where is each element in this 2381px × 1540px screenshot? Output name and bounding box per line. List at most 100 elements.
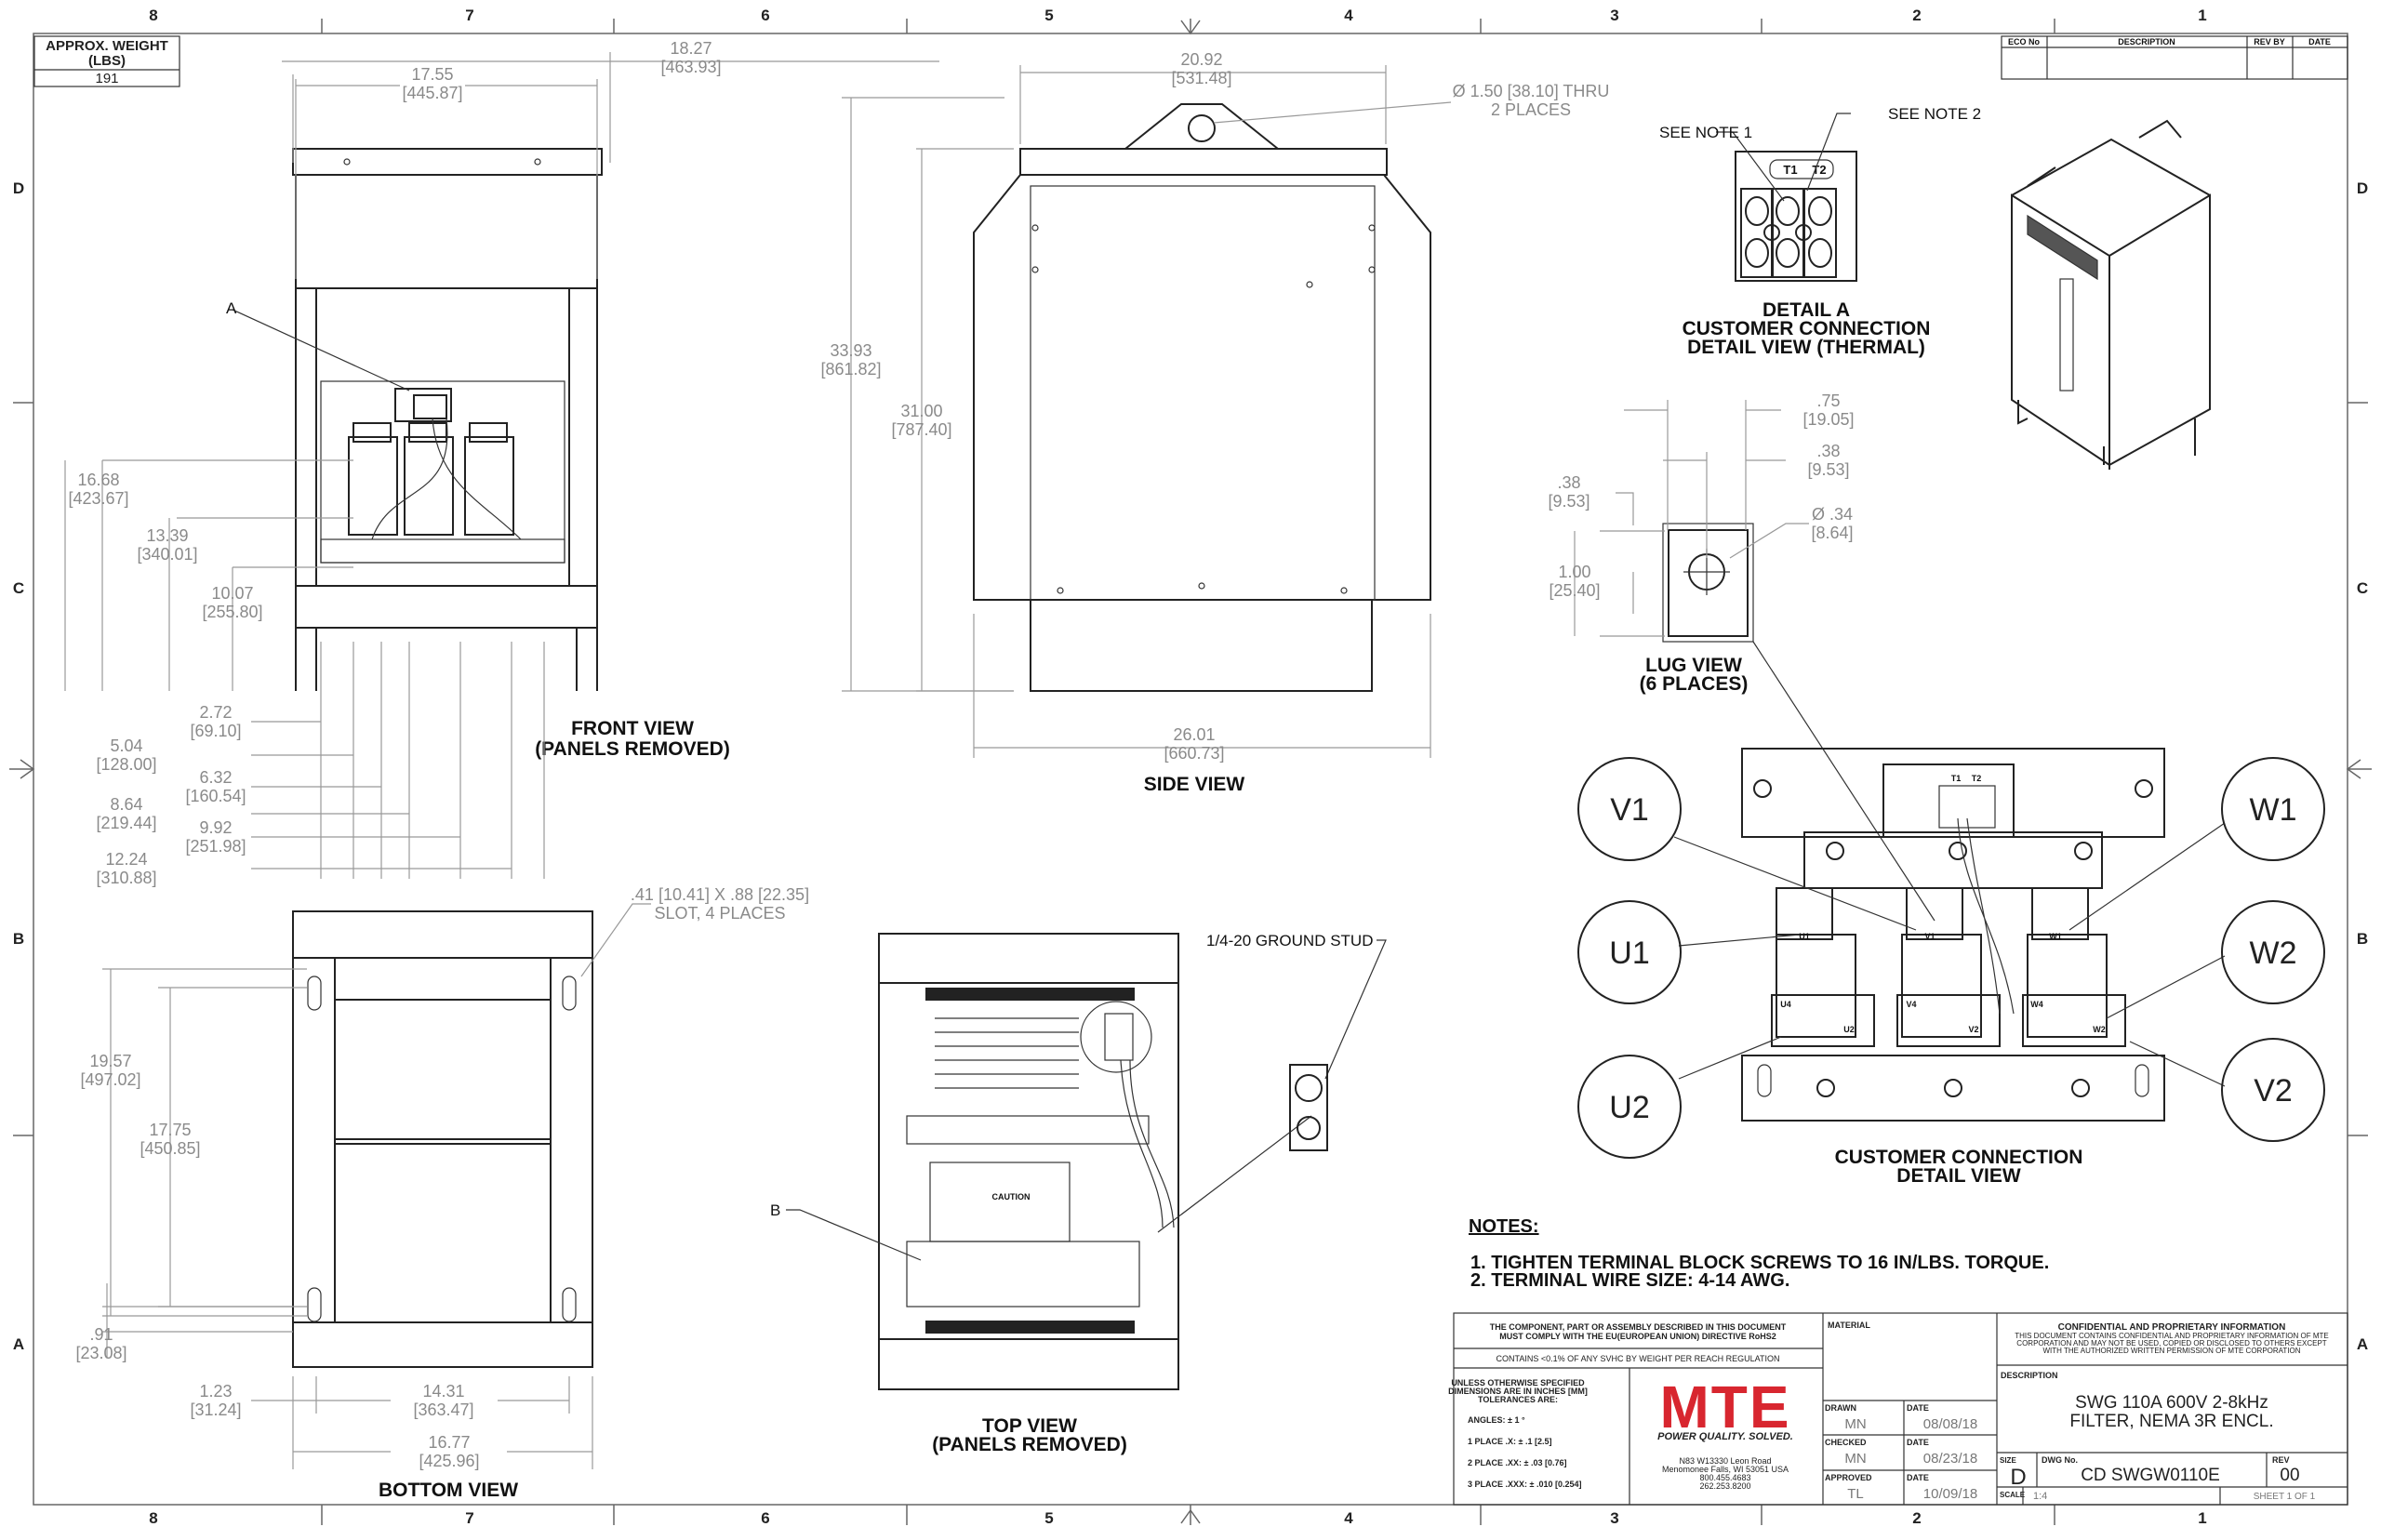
title-block-conf-line2-text: CORPORATION AND MAY NOT BE USED, COPIED … (2016, 1339, 2327, 1348)
rect-line-art (1662, 523, 1754, 643)
isometric-view (2011, 119, 2211, 470)
path-line-art (935, 1017, 1079, 1089)
title-block-checked-date-label-text: DATE (1907, 1438, 1929, 1447)
g-line-art (102, 903, 651, 1469)
front-view-dims-9-in-text: 9.92 (199, 818, 232, 837)
circle-line-art (2135, 779, 2153, 798)
notes-items-0-text: 1. TIGHTEN TERMINAL BLOCK SCREWS TO 16 I… (1470, 1253, 2049, 1273)
title-block-drawn-date-text: 08/08/18 (1923, 1416, 1977, 1432)
rect-line-art (1030, 185, 1376, 601)
path-line-art (232, 566, 353, 691)
title-block-size-label-text: SIZE (2000, 1456, 2016, 1465)
zones-rows-1-text: C (13, 579, 24, 597)
rect-line-art (1882, 763, 2015, 838)
circle-line-art (2074, 842, 2093, 860)
customer-connection-view: T1 T2 U1 V1 W1 U4 U2 V4 V2 W4 W2 V1 U1 U… (1577, 748, 2325, 1187)
title-block-place1-text: 1 PLACE .X: ± .1 [2.5] (1468, 1437, 1551, 1446)
drawing-frame (9, 19, 2372, 1525)
customer-connection-lug-labels-2-text: W1 (2049, 932, 2062, 941)
zones-rows-3-text: A (2357, 1335, 2368, 1353)
title-block-approved-by-text: TL (1847, 1486, 1864, 1502)
customer-connection-title-line1-text: CUSTOMER CONNECTION (1835, 1147, 2083, 1168)
front-view-title-line1-text: FRONT VIEW (571, 718, 694, 739)
rect-line-art (1771, 994, 1875, 1047)
zones-columns-4-text: 4 (1344, 7, 1353, 24)
path-line-art (1574, 492, 1809, 637)
lug-view-dims-0-in-text: .75 (1816, 392, 1840, 410)
g-line-art (1771, 831, 2126, 1047)
g-line-art (348, 422, 514, 536)
rect-line-art (1803, 188, 1837, 278)
side-view-dims-0-in-text: 20.92 (1180, 50, 1222, 69)
title-block-dwg-label-text: DWG No. (2042, 1455, 2078, 1465)
lug-view-dims-4-in-text: 1.00 (1558, 563, 1590, 581)
zones-columns-5-text: 3 (1610, 7, 1618, 24)
rect-line-art (1771, 188, 1804, 278)
customer-connection-tags-3-text: W1 (2250, 792, 2297, 828)
bottom-view-slot-note-line2-text: SLOT, 4 PLACES (654, 904, 785, 923)
top-view-callout-text: B (770, 1201, 780, 1219)
side-view-title-text: SIDE VIEW (1144, 774, 1245, 795)
path-line-art (1997, 1364, 2348, 1505)
path-line-art (282, 52, 939, 163)
bottom-view-dims-0-mm-text: [497.02] (80, 1070, 140, 1089)
customer-connection-lug-labels-1-text: V1 (1924, 932, 1935, 941)
circle-line-art (1188, 114, 1216, 142)
path-line-art (786, 1209, 922, 1261)
detail-a-see-note-1-text: SEE NOTE 1 (1659, 124, 1752, 141)
rect-line-art (2001, 35, 2348, 80)
customer-connection-tags-5-text: V2 (2254, 1073, 2293, 1109)
title-block-approved-date-text: 10/09/18 (1923, 1486, 1977, 1502)
path-line-art (1673, 822, 2226, 1087)
customer-connection-terminal-labels-0-text: T1 (1951, 774, 1962, 783)
zones-columns-0-text: 8 (149, 1509, 157, 1527)
rect-line-art (2135, 1064, 2149, 1097)
lug-view-dims-3-mm-text: [8.64] (1811, 524, 1853, 542)
path-line-art (1120, 1059, 1175, 1228)
zones-columns-7-text: 1 (2198, 1509, 2206, 1527)
rect-line-art (295, 174, 598, 289)
ellipse-line-art (1745, 238, 1769, 268)
bottom-view-dims-2-in-text: .91 (89, 1325, 113, 1344)
revision-table: ECO No DESCRIPTION REV BY DATE (2001, 35, 2348, 80)
rect-line-art (469, 422, 508, 443)
eco-table-headers-3-text: DATE (2308, 37, 2331, 46)
bottom-view-dims-1-in-text: 17.75 (149, 1121, 191, 1139)
g-line-art (842, 65, 1452, 758)
bottom-view-dims-1-mm-text: [450.85] (140, 1139, 200, 1158)
title-block-size-text: D (2010, 1465, 2026, 1490)
side-view-hole-note-line2-text: 2 PLACES (1491, 100, 1571, 119)
title-block-checked-label-text: CHECKED (1825, 1438, 1867, 1447)
zones-columns-1-text: 7 (465, 7, 473, 24)
line-line-art (232, 309, 410, 392)
path-line-art (1124, 103, 1279, 150)
title-block-address-line2-text: Menomonee Falls, WI 53051 USA (1662, 1465, 1789, 1474)
front-view: A FRONT VIEW (PANELS REMOVED) 18.27[463.… (64, 39, 939, 887)
rect-line-art (1938, 785, 1996, 829)
circle-line-art (2221, 1038, 2325, 1142)
lug-view-dims-2-mm-text: [9.53] (1548, 492, 1590, 511)
title-block-scale-text: 1:4 (2033, 1491, 2047, 1502)
weight-box-label-line1-text: APPROX. WEIGHT (46, 38, 168, 54)
path-line-art (295, 288, 598, 691)
front-view-dims-5-mm-text: [69.10] (190, 722, 241, 740)
path-line-art (251, 1400, 592, 1453)
front-view-dims-6-mm-text: [128.00] (96, 755, 156, 774)
eco-table-headers-1-text: DESCRIPTION (2118, 37, 2175, 46)
circle-line-art (1306, 281, 1313, 288)
g-line-art (64, 52, 939, 879)
rect-line-art (394, 388, 452, 422)
top-view-title-line2-text: (PANELS REMOVED) (932, 1434, 1127, 1455)
path-line-art (320, 642, 545, 879)
front-view-dims-7-mm-text: [160.54] (185, 787, 246, 805)
eco-table-headers-0-text: ECO No (2008, 37, 2041, 46)
customer-connection-lug-labels-7-text: W4 (2030, 1000, 2043, 1009)
front-view-dims-4-in-text: 10.07 (211, 584, 253, 603)
title-block-tol-line3-text: TOLERANCES ARE: (1478, 1395, 1558, 1404)
rect-line-art (562, 976, 577, 1011)
circle-line-art (1577, 1055, 1682, 1159)
rect-line-art (307, 1287, 322, 1322)
title-block: THE COMPONENT, PART OR ASSEMBLY DESCRIBE… (1448, 1312, 2348, 1506)
top-view-ground-stud-text: 1/4-20 GROUND STUD (1206, 932, 1373, 949)
circle-line-art (343, 158, 351, 166)
